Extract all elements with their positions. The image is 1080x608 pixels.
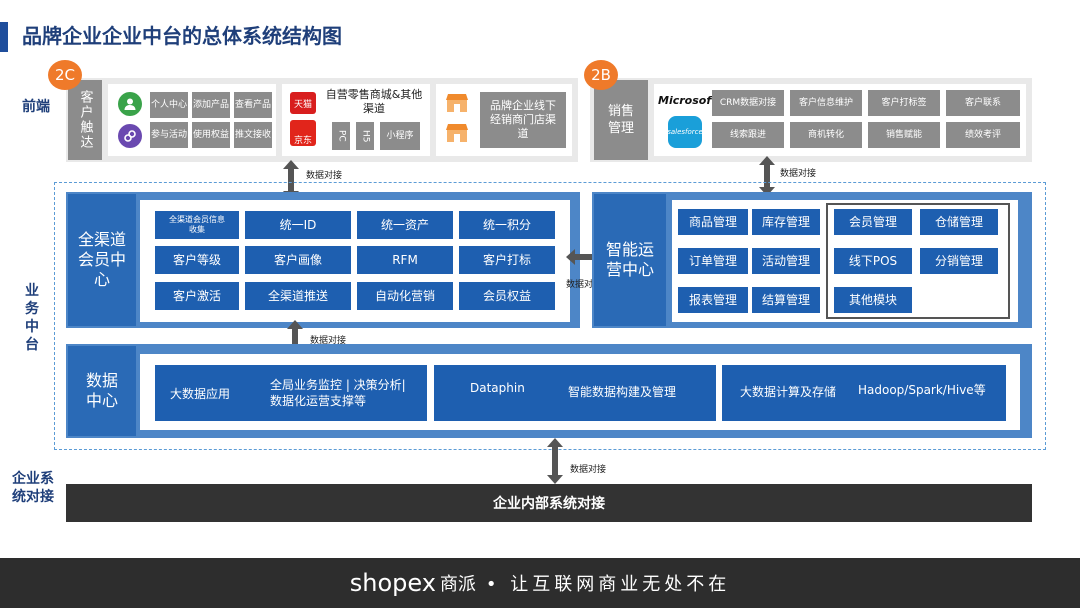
chip-activity-mgmt[interactable]: 活动管理 [752, 248, 820, 274]
ops-center-label: 智能运营中心 [594, 194, 666, 326]
chip-customer-contact[interactable]: 客户联系 [946, 90, 1020, 116]
data-center-label: 数据中心 [68, 346, 136, 436]
chip-crm[interactable]: CRM数据对接 [712, 90, 784, 116]
ops-extended-modules-box [826, 203, 1010, 319]
chip-lead-followup[interactable]: 线索跟进 [712, 122, 784, 148]
chip-receive-posts[interactable]: 推文接收 [234, 122, 272, 148]
enterprise-integration-bar: 企业内部系统对接 [66, 484, 1032, 522]
footer-slogan: • 让互联网商业无处不在 [485, 574, 731, 595]
connector-arrow-middle [286, 320, 304, 368]
customer-touch-label: 客户触达 [68, 80, 102, 160]
data-block-1-title: 大数据应用 [170, 387, 231, 401]
connector-arrow-bottom [546, 438, 564, 488]
chip-performance[interactable]: 绩效考评 [946, 122, 1020, 148]
chip-customer-activation[interactable]: 客户激活 [155, 282, 239, 310]
chip-other-modules[interactable]: 其他模块 [834, 287, 912, 313]
chip-warehouse-mgmt[interactable]: 仓储管理 [920, 209, 998, 235]
data-block-2-title: Dataphin [470, 381, 525, 395]
chip-omni-push[interactable]: 全渠道推送 [245, 282, 351, 310]
chip-mini-program[interactable]: 小程序 [380, 122, 420, 150]
person-icon [118, 92, 142, 116]
footer-bar: shopex 商派 • 让互联网商业无处不在 [0, 558, 1080, 608]
chip-customer-tags[interactable]: 客户打标签 [868, 90, 940, 116]
chip-h5[interactable]: H5 [356, 122, 374, 150]
chip-join-activity[interactable]: 参与活动 [150, 122, 188, 148]
tmall-logo: 天猫 [290, 92, 316, 114]
chip-personal-center[interactable]: 个人中心 [150, 92, 188, 118]
store-icon [444, 92, 470, 118]
front-label: 前端 [22, 99, 50, 115]
chip-customer-info[interactable]: 客户信息维护 [790, 90, 862, 116]
chip-product-mgmt[interactable]: 商品管理 [678, 209, 748, 235]
store-icon-2 [444, 122, 470, 148]
page-title: 品牌企业企业中台的总体系统结构图 [22, 24, 342, 48]
chip-customer-level[interactable]: 客户等级 [155, 246, 239, 274]
chip-customer-profile[interactable]: 客户画像 [245, 246, 351, 274]
chip-report-mgmt[interactable]: 报表管理 [678, 287, 748, 313]
chip-unified-id[interactable]: 统一ID [245, 211, 351, 239]
chip-view-product[interactable]: 查看产品 [234, 92, 272, 118]
chip-unified-assets[interactable]: 统一资产 [357, 211, 453, 239]
chip-pc[interactable]: PC [332, 122, 350, 150]
salesforce-logo: salesforce [667, 116, 703, 148]
data-block-2-desc: 智能数据构建及管理 [568, 385, 677, 399]
enterprise-label: 企业系统对接 [12, 471, 54, 505]
chip-rfm[interactable]: RFM [357, 246, 453, 274]
offline-channel-chip[interactable]: 品牌企业线下经销商门店渠道 [480, 92, 566, 148]
connector-label-bottom: 数据对接 [570, 465, 607, 475]
business-middle-region [54, 182, 1046, 450]
connector-label-front-right: 数据对接 [780, 169, 817, 179]
microsoft-logo: Microsoft [658, 94, 717, 107]
chip-use-benefits[interactable]: 使用权益 [192, 122, 230, 148]
chip-sales-enablement[interactable]: 销售赋能 [868, 122, 940, 148]
chip-offline-pos[interactable]: 线下POS [834, 248, 912, 274]
connector-arrow-horizontal [566, 248, 606, 270]
footer-brand-cn: 商派 [439, 574, 476, 595]
data-block-3-title: 大数据计算及存储 [740, 385, 837, 399]
chip-distribution-mgmt[interactable]: 分销管理 [920, 248, 998, 274]
chip-member-mgmt[interactable]: 会员管理 [834, 209, 912, 235]
connector-label-horizontal: 数据对接 [566, 280, 603, 290]
badge-2b: 2B [584, 60, 618, 90]
chip-member-info[interactable]: 全渠道会员信息收集 [155, 211, 239, 239]
footer-brand: shopex [349, 569, 436, 597]
link-icon [118, 124, 142, 148]
chip-auto-marketing[interactable]: 自动化营销 [357, 282, 453, 310]
chip-unified-points[interactable]: 统一积分 [459, 211, 555, 239]
sales-management-label: 销售管理 [594, 80, 648, 160]
chip-order-mgmt[interactable]: 订单管理 [678, 248, 748, 274]
chip-settlement-mgmt[interactable]: 结算管理 [752, 287, 820, 313]
title-accent-bar [0, 22, 8, 52]
middle-label: 业务中台 [25, 283, 39, 353]
connector-arrow-front-left [282, 160, 300, 204]
chip-member-benefits[interactable]: 会员权益 [459, 282, 555, 310]
chip-customer-tagging[interactable]: 客户打标 [459, 246, 555, 274]
chip-inventory-mgmt[interactable]: 库存管理 [752, 209, 820, 235]
member-center-label: 全渠道会员中心 [68, 194, 136, 326]
data-block-1-desc: 全局业务监控 | 决策分析| 数据化运营支撑等 [270, 378, 406, 408]
channels-title: 自营零售商城&其他渠道 [325, 88, 423, 115]
chip-opportunity[interactable]: 商机转化 [790, 122, 862, 148]
badge-2c: 2C [48, 60, 82, 90]
connector-label-front-left: 数据对接 [306, 171, 343, 181]
data-block-3-desc: Hadoop/Spark/Hive等 [858, 383, 986, 397]
data-block-dataphin[interactable] [434, 365, 716, 421]
connector-arrow-front-right [758, 156, 776, 200]
chip-add-product[interactable]: 添加产品 [192, 92, 230, 118]
data-block-compute-storage[interactable] [722, 365, 1006, 421]
connector-label-middle: 数据对接 [310, 336, 347, 346]
jd-logo: 京东 [290, 120, 316, 146]
data-block-big-data-app[interactable] [155, 365, 427, 421]
